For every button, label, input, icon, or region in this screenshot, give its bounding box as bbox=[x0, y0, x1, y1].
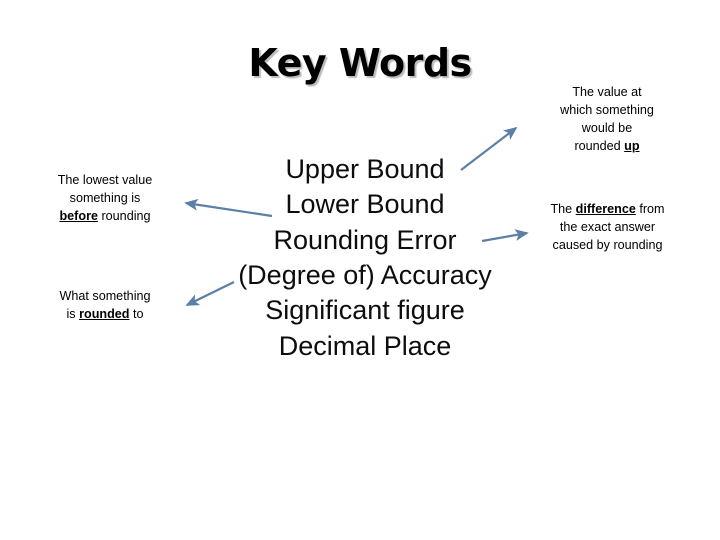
note-upper-bound-line-2: which something bbox=[560, 102, 654, 117]
note-rounded-to-line-2: is rounded to bbox=[20, 306, 190, 324]
keyword-list: Upper Bound Lower Bound Rounding Error (… bbox=[195, 152, 535, 364]
note-rounding-error-prefix: The bbox=[550, 202, 576, 216]
keyword-item-decimal-place: Decimal Place bbox=[278, 330, 452, 361]
note-upper-bound-line-3: would be bbox=[581, 120, 633, 135]
keyword-item-significant-figure: Significant figure bbox=[265, 295, 465, 326]
note-upper-bound-line-1: The value at bbox=[572, 85, 642, 99]
note-rounded-to-emphasis: rounded bbox=[79, 306, 130, 321]
note-lower-bound-line-3-rest: rounding bbox=[97, 208, 151, 223]
keyword-item-degree-of-accuracy: (Degree of) Accuracy bbox=[238, 260, 492, 291]
note-upper-bound: The value at which something would be ro… bbox=[508, 84, 706, 156]
note-rounding-error-line-1: The difference from bbox=[505, 201, 710, 219]
note-lower-bound-line-3: before rounding bbox=[20, 208, 190, 226]
keyword-item-lower-bound: Lower Bound bbox=[285, 189, 445, 220]
note-upper-bound-emphasis: up bbox=[624, 138, 640, 153]
page-title: Key Words bbox=[248, 41, 472, 85]
keyword-item-upper-bound: Upper Bound bbox=[285, 154, 445, 184]
note-lower-bound: The lowest value something is before rou… bbox=[20, 172, 190, 226]
note-rounded-to: What something is rounded to bbox=[20, 288, 190, 324]
note-lower-bound-emphasis: before bbox=[59, 208, 98, 223]
note-rounding-error-suffix: from bbox=[635, 202, 665, 216]
note-lower-bound-line-1: The lowest value bbox=[57, 173, 153, 187]
note-rounded-to-suffix: to bbox=[129, 306, 144, 321]
note-rounding-error-emphasis: difference bbox=[575, 202, 636, 216]
note-upper-bound-prefix: rounded bbox=[574, 138, 625, 153]
keyword-item-rounding-error: Rounding Error bbox=[273, 224, 457, 255]
note-upper-bound-line-4: rounded up bbox=[508, 138, 706, 156]
note-rounding-error-line-2: the exact answer bbox=[559, 219, 656, 234]
note-rounded-to-prefix: is bbox=[66, 306, 80, 321]
note-lower-bound-line-2: something is bbox=[69, 190, 141, 205]
note-rounding-error-line-3: caused by rounding bbox=[552, 237, 663, 252]
note-rounding-error: The difference from the exact answer cau… bbox=[505, 201, 710, 255]
note-rounded-to-line-1: What something bbox=[59, 289, 151, 303]
